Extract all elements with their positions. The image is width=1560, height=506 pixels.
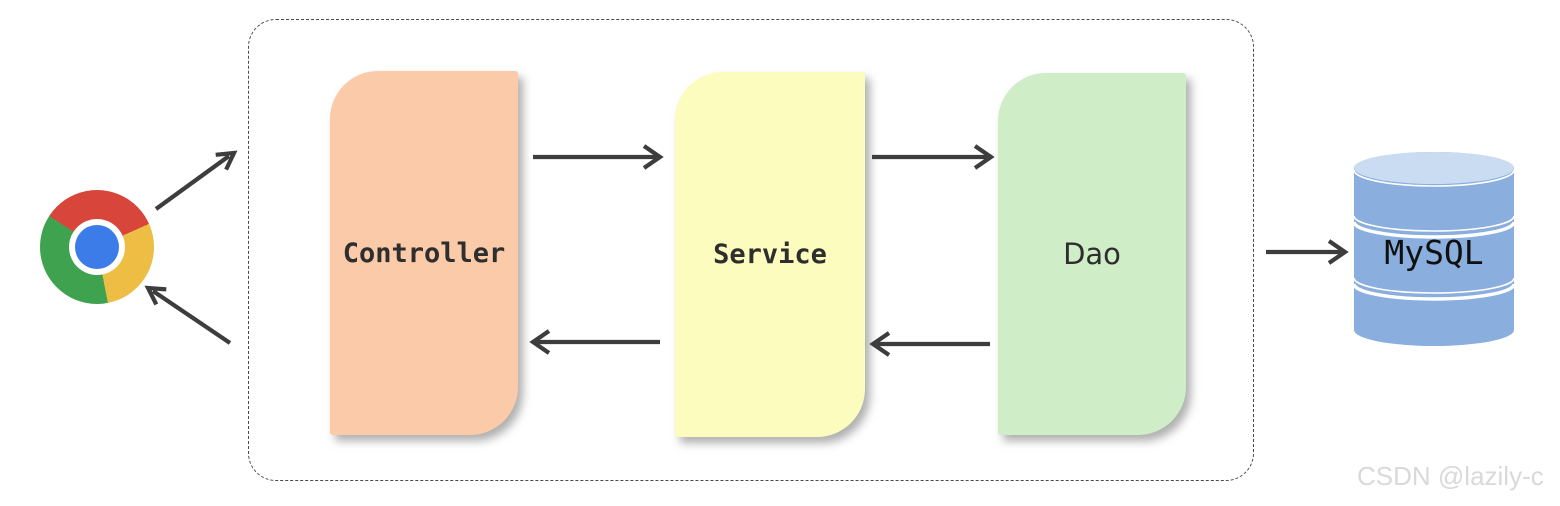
mysql-top-rim-line: [1353, 169, 1515, 187]
mysql-separator-1b: [1352, 221, 1516, 239]
arrow-controller-to-browser: [144, 285, 232, 345]
mysql-cylinder-top: [1354, 152, 1514, 184]
arrow-dao-to-mysql: [1266, 239, 1349, 265]
arrow-browser-to-controller: [154, 150, 238, 211]
watermark: CSDN @lazily-c: [1357, 461, 1544, 491]
controller-label: Controller: [342, 237, 506, 269]
chrome-blue-center: [75, 225, 119, 269]
dao-node: Dao: [998, 73, 1186, 435]
mysql-separator-1a: [1353, 215, 1515, 232]
controller-node: Controller: [330, 71, 518, 435]
mysql-separator-2a: [1353, 277, 1515, 294]
mysql-label: MySQL: [1384, 233, 1483, 272]
mysql-cylinder-icon: MySQL: [1352, 152, 1516, 346]
chrome-logo-icon: [40, 190, 154, 304]
mysql-separator-2b: [1352, 283, 1516, 301]
service-node: Service: [675, 72, 865, 437]
application-boundary: [248, 19, 1254, 481]
chrome-white-ring: [69, 219, 125, 275]
dao-label: Dao: [1063, 237, 1121, 271]
service-label: Service: [713, 239, 827, 270]
